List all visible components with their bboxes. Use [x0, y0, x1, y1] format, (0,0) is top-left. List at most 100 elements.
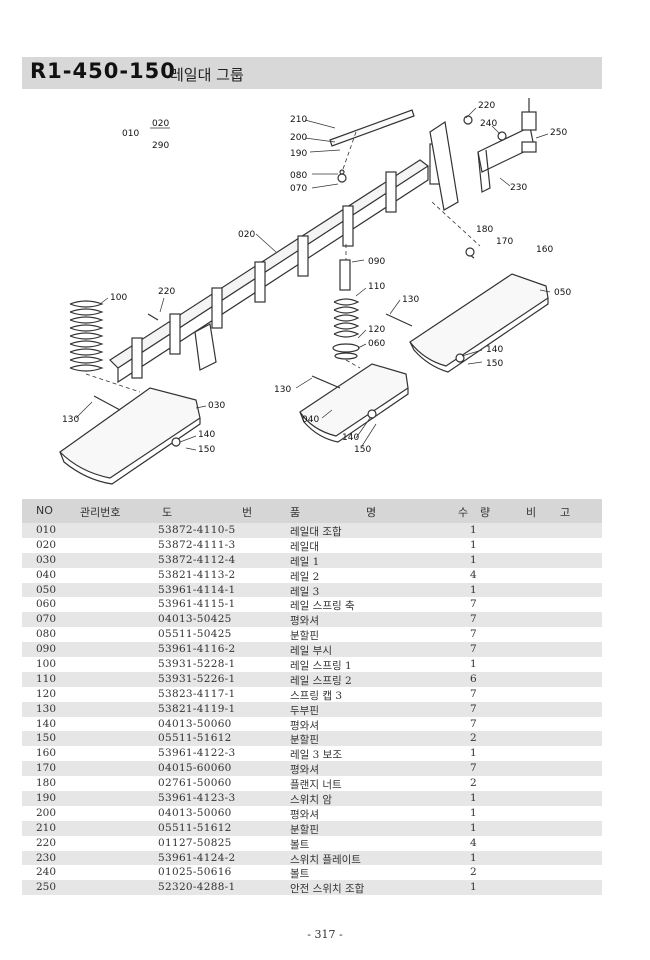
quantity-cell: 7: [470, 598, 477, 611]
callout: 020: [152, 119, 169, 129]
part-number-cell: 04015-60060: [158, 762, 232, 775]
callout: 220: [478, 101, 495, 111]
callout: 140: [342, 433, 359, 443]
part-name-cell: 스프링 캡 3: [290, 689, 342, 702]
part-name-cell: 레일 3: [290, 585, 320, 598]
col-qty-2: 량: [480, 506, 491, 519]
exploded-parts-diagram: 010 020 290 210 200 190 080 070 220 240 …: [0, 92, 650, 490]
callout: 130: [402, 295, 419, 305]
part-no-cell: 240: [36, 866, 57, 879]
callout: 010: [122, 129, 139, 139]
callout: 050: [554, 288, 571, 298]
part-number-cell: 01127-50825: [158, 836, 232, 849]
callout: 030: [208, 401, 225, 411]
callout: 250: [550, 128, 567, 138]
part-name-cell: 스위치 플레이트: [290, 853, 361, 866]
part-number-cell: 04013-50060: [158, 806, 232, 819]
quantity-cell: 1: [470, 792, 477, 805]
part-number-cell: 05511-50425: [158, 628, 232, 641]
callout: 230: [510, 183, 527, 193]
part-name-cell: 레일대 조합: [290, 526, 342, 538]
part-no-cell: 030: [36, 553, 57, 566]
part-name-cell: 레일 3 보조: [290, 749, 342, 762]
part-no-cell: 140: [36, 717, 57, 730]
callout: 020: [238, 230, 255, 240]
table-row: 220 01127-50825 볼트 4: [22, 836, 602, 851]
callout: 220: [158, 287, 175, 297]
callout: 130: [62, 415, 79, 425]
part-number-cell: 02761-50060: [158, 777, 232, 790]
callout: 100: [110, 293, 127, 303]
part-number-cell: 05511-51612: [158, 732, 232, 745]
part-name-cell: 레일 스프링 2: [290, 674, 352, 687]
diagram-callouts: 010 020 290 210 200 190 080 070 220 240 …: [62, 101, 571, 455]
part-no-cell: 120: [36, 687, 57, 700]
quantity-cell: 4: [470, 836, 477, 849]
part-name-cell: 레일 부시: [290, 645, 332, 658]
callout: 190: [290, 149, 307, 159]
callout: 210: [290, 115, 307, 125]
callout: 170: [496, 237, 513, 247]
part-number-cell: 52320-4288-1: [158, 881, 236, 894]
part-name-cell: 분할핀: [290, 630, 319, 643]
callout: 110: [368, 282, 385, 292]
col-part-2: 번: [242, 506, 253, 519]
part-number-cell: 53821-4119-1: [158, 702, 236, 715]
group-code: R1-450-150: [30, 59, 176, 83]
part-no-cell: 220: [36, 836, 57, 849]
callout: 290: [152, 141, 169, 151]
part-number-cell: 53961-4122-3: [158, 747, 236, 760]
part-name-cell: 안전 스위치 조합: [290, 883, 365, 896]
part-name-cell: 레일대: [290, 540, 319, 553]
part-name-cell: 레일 스프링 1: [290, 660, 352, 673]
quantity-cell: 1: [470, 851, 477, 864]
part-number-cell: 53961-4124-2: [158, 851, 236, 864]
part-name-cell: 볼트: [290, 838, 310, 851]
quantity-cell: 1: [470, 583, 477, 596]
quantity-cell: 7: [470, 687, 477, 700]
quantity-cell: 2: [470, 777, 477, 790]
callout: 080: [290, 171, 307, 181]
col-no: NO: [36, 504, 53, 517]
quantity-cell: 1: [470, 658, 477, 671]
part-no-cell: 150: [36, 732, 57, 745]
part-number-cell: 04013-50425: [158, 613, 232, 626]
part-name-cell: 볼트: [290, 868, 310, 881]
quantity-cell: 7: [470, 762, 477, 775]
part-no-cell: 160: [36, 747, 57, 760]
part-number-cell: 53872-4111-3: [158, 538, 236, 551]
part-number-cell: 53872-4112-4: [158, 553, 236, 566]
quantity-cell: 1: [470, 821, 477, 834]
part-name-cell: 레일 2: [290, 570, 320, 583]
part-number-cell: 05511-51612: [158, 821, 232, 834]
quantity-cell: 7: [470, 702, 477, 715]
part-number-cell: 53961-4116-2: [158, 643, 236, 656]
quantity-cell: 1: [470, 747, 477, 760]
part-no-cell: 190: [36, 792, 57, 805]
col-mgmt: 관리번호: [80, 506, 121, 519]
part-no-cell: 080: [36, 628, 57, 641]
section-header: R1-450-150 레일대 그룹: [22, 57, 602, 89]
callout: 150: [486, 359, 503, 369]
part-number-cell: 53931-5226-1: [158, 672, 236, 685]
part-number-cell: 53961-4115-1: [158, 598, 236, 611]
callout: 160: [536, 245, 553, 255]
part-no-cell: 100: [36, 658, 57, 671]
part-name-cell: 분할핀: [290, 823, 319, 836]
part-no-cell: 010: [36, 524, 57, 536]
